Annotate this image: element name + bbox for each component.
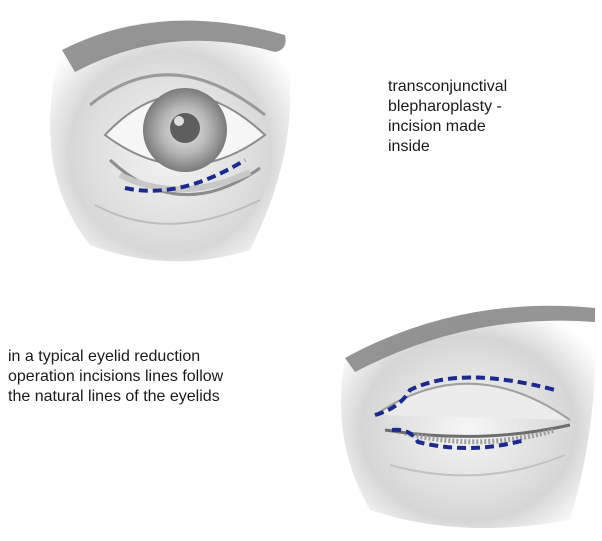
top-caption-line-3: incision made [388, 117, 558, 137]
top-caption-line-4: inside [388, 137, 558, 157]
bottom-caption-line-3: the natural lines of the eyelids [8, 387, 308, 407]
open-eye-illustration [20, 0, 320, 270]
top-eye-pupil [170, 113, 200, 143]
top-caption: transconjunctival blepharoplasty - incis… [388, 77, 558, 157]
bottom-caption-line-1: in a typical eyelid reduction [8, 347, 308, 367]
closed-eye-illustration [330, 290, 600, 535]
top-caption-line-1: transconjunctival [388, 77, 558, 97]
top-caption-line-2: blepharoplasty - [388, 97, 558, 117]
bottom-caption: in a typical eyelid reduction operation … [8, 347, 308, 407]
top-eye-highlight [174, 116, 184, 126]
bottom-caption-line-2: operation incisions lines follow [8, 367, 308, 387]
